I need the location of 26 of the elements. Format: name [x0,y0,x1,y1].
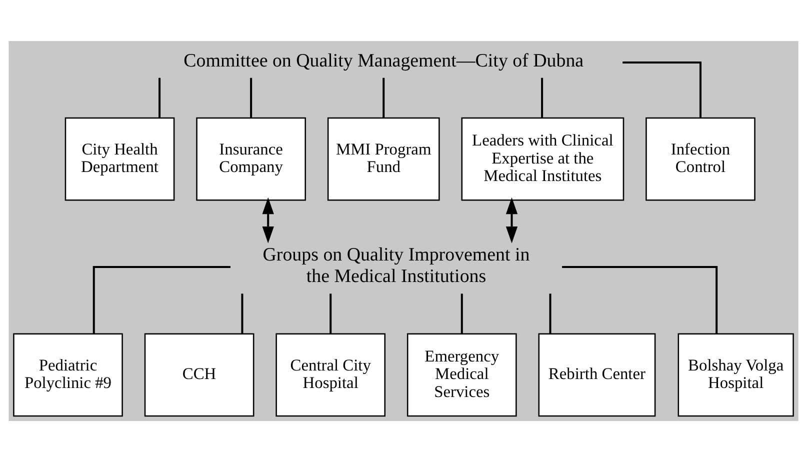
node-box: Pediatric Polyclinic #9 [13,333,123,417]
node-box: Rebirth Center [538,333,656,417]
connector [549,294,552,334]
node-box: City Health Department [64,117,175,201]
connector [92,266,230,334]
node-text: Committee on Quality Management—City of Dubna [184,50,584,72]
connector [541,78,544,118]
connector [250,78,252,118]
connector [562,266,718,334]
node-box: Bolshay Volga Hospital [678,333,794,417]
node-box: Leaders with Clinical Expertise at the Medical Institutes [461,117,624,201]
node-box: Insurance Company [196,117,306,201]
node-box: Central City Hospital [276,333,386,417]
connector [158,78,161,118]
node-box: CCH [144,333,254,417]
node-box: Infection Control [646,117,756,201]
node-text: Groups on Quality Improvement in the Medical Institutions [262,244,530,288]
arrow [262,197,274,244]
connector [241,294,244,334]
arrow [506,197,518,244]
connector [460,294,463,334]
connector [330,294,332,334]
node-box: Emergency Medical Services [406,333,517,417]
connector [382,78,385,118]
connector [622,61,702,118]
node-box: MMI Program Fund [327,117,440,201]
